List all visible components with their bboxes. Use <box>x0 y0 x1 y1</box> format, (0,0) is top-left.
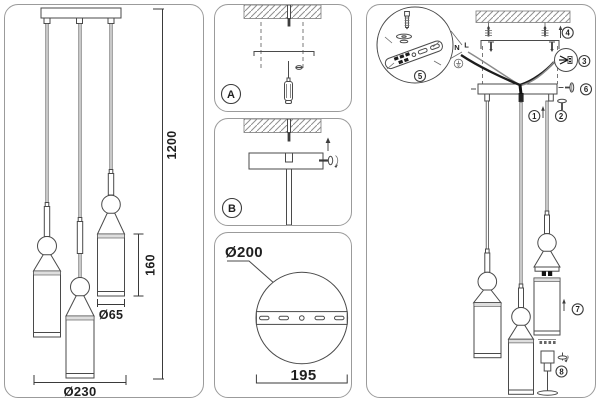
dim-160-label: 160 <box>143 254 157 276</box>
step-a-badge: A <box>220 83 242 105</box>
lamp-socket <box>534 266 560 272</box>
detail-balloon-step5 <box>376 6 463 84</box>
step-4-badge: 4 <box>566 29 571 38</box>
step-badges: 1 2 3 4 5 6 7 8 <box>413 26 593 378</box>
pendant-center <box>65 217 95 379</box>
step-3-badge: 3 <box>582 57 587 66</box>
step-2-badge: 2 <box>559 112 564 121</box>
bulb-icon <box>537 350 558 396</box>
assembly-pendant-left <box>472 248 503 359</box>
mounting-bracket <box>253 51 315 56</box>
anchor-screw-right-icon <box>541 22 549 37</box>
dim-bracket-length: 195 <box>255 367 348 384</box>
mount-plate-drawing: Ø200 195 <box>225 244 349 384</box>
mounting-bracket-bar <box>255 311 348 325</box>
ground-symbol-icon <box>453 58 464 69</box>
step-b-label: B <box>228 203 236 215</box>
assembly-pendant-center <box>507 283 535 395</box>
pendant-right <box>96 169 126 297</box>
step-a-drawing: A <box>220 5 322 105</box>
step-7-badge: 7 <box>576 305 580 314</box>
assembly-panel: N L <box>366 4 596 398</box>
dim-65-label: Ø65 <box>99 308 124 322</box>
step-5-badge: 5 <box>418 72 423 81</box>
step-b-drawing: B <box>221 119 339 225</box>
dim-fixture-spread: Ø230 <box>33 375 127 397</box>
mounting-bracket <box>480 40 560 49</box>
ceiling-canopy <box>40 7 122 24</box>
step-8-badge: 8 <box>559 367 564 376</box>
step-a-label: A <box>227 89 235 101</box>
leader-line <box>227 260 276 285</box>
wiring <box>460 51 558 95</box>
bracket-perspective <box>384 40 443 70</box>
step-b-panel: B <box>214 118 352 226</box>
up-arrow-icon <box>325 137 331 151</box>
dim-195-label: 195 <box>291 367 317 384</box>
bracket-screw-right-icon <box>549 41 555 52</box>
step-a-panel: A <box>214 4 352 112</box>
dimension-panel: 160 Ø65 Ø230 1200 <box>4 4 204 398</box>
dim-shade-height: 160 <box>133 233 157 297</box>
ceiling-hatch <box>243 119 322 142</box>
dim-shade-diameter: Ø65 <box>97 299 125 322</box>
anchor-screw-left-icon <box>485 22 492 37</box>
step-6-badge: 6 <box>584 85 589 94</box>
cord-gland-center <box>518 93 524 102</box>
pendant-dimension-drawing: 160 Ø65 Ø230 1200 <box>32 7 179 397</box>
screw-icon <box>295 65 303 70</box>
plate-diameter-label: Ø200 <box>225 244 263 261</box>
canopy-base-plate <box>477 83 558 95</box>
lift-arrow-step4 <box>558 25 563 38</box>
screw-step2-icon <box>557 98 567 110</box>
pendant-left <box>32 202 62 338</box>
dim-230-label: Ø230 <box>63 384 96 397</box>
assembly-pendant-right-exploded <box>533 210 569 396</box>
wire-live-label: L <box>464 41 469 50</box>
ceiling-hatch <box>475 10 571 23</box>
dim-1200-label: 1200 <box>165 130 179 159</box>
side-screw-icon <box>319 155 339 168</box>
cord-grip-left <box>484 93 490 102</box>
step-1-badge: 1 <box>532 112 537 121</box>
rotate-screw-step8-icon <box>557 352 569 363</box>
glass-shade <box>533 277 561 336</box>
detail-circle-step3 <box>554 48 578 72</box>
step-b-badge: B <box>221 197 243 219</box>
canopy-plate <box>248 152 324 225</box>
screw-step6-icon <box>565 82 575 93</box>
insert-arrow-step1 <box>541 106 545 118</box>
wire-neutral-label: N <box>454 43 459 52</box>
assembly-drawing: N L <box>376 6 593 396</box>
slide-arrow-step7 <box>562 298 566 311</box>
assembly-cords <box>485 100 549 285</box>
mount-plate-panel: Ø200 195 <box>214 232 352 398</box>
socket-thread-strip <box>538 339 556 344</box>
ceiling-hatch <box>243 5 322 27</box>
dim-cord-length: 1200 <box>153 8 179 380</box>
bracket-screw-left-icon <box>488 41 494 52</box>
cord-grip-right <box>548 93 554 102</box>
screw-with-washer-icon <box>396 11 412 44</box>
screwdriver-icon <box>284 61 293 104</box>
